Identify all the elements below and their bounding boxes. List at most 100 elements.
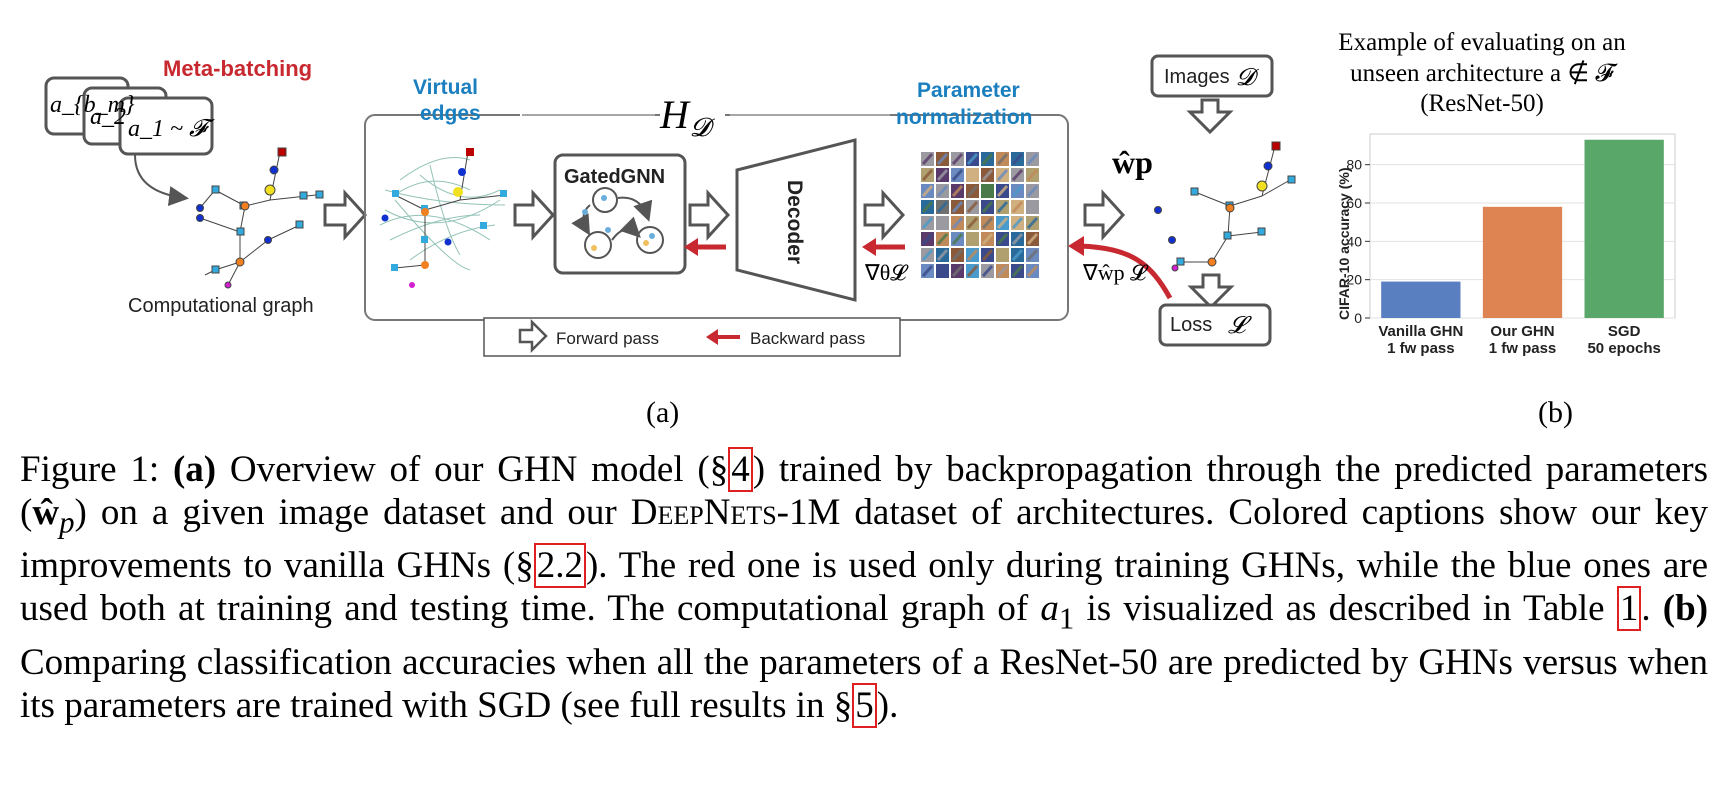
caption-b: (b)	[1662, 588, 1709, 630]
filter-streak	[951, 232, 964, 246]
param-norm-label-1: Parameter	[917, 79, 1020, 102]
filter-streak	[951, 152, 964, 166]
chart-ylabel: CIFAR-10 accuracy (%)	[1336, 167, 1352, 320]
chart-title-line3: (ResNet-50)	[1420, 90, 1544, 117]
filter-streak	[966, 200, 979, 214]
forward-arrow-icon	[1083, 189, 1126, 241]
filter-streak	[936, 216, 949, 230]
filter-streak	[921, 184, 934, 198]
caption-text-3: ) on a given image dataset and our	[74, 492, 617, 533]
filter-streak	[1026, 168, 1039, 182]
caption-text-8: Comparing classification accuracies when…	[20, 641, 1708, 726]
filter-streak	[1026, 232, 1039, 246]
arch-label-2: a_2	[90, 104, 126, 130]
caption-text-2: ) trained by backpropagation through the…	[20, 449, 1709, 533]
filter-streak	[1011, 216, 1024, 230]
meta-batching-label: Meta-batching	[163, 56, 312, 81]
legend-forward-label: Forward pass	[556, 329, 659, 348]
caption-a1: a	[1040, 588, 1059, 630]
chart-title-line2: unseen architecture a ∉ 𝓕	[1350, 60, 1618, 87]
filter-streak	[1011, 184, 1024, 198]
caption-text-1: Overview of our GHN model (§	[229, 449, 729, 490]
decoder-shape	[735, 138, 857, 302]
forward-arrow-icon	[688, 189, 731, 241]
caption-w-hat: ŵ	[32, 492, 60, 533]
figure-caption: Figure 1: (a) Overview of our GHN model …	[20, 447, 1709, 728]
grad-w-label: ∇ŵp 𝓛	[1082, 260, 1149, 285]
filter-streak	[1011, 232, 1024, 246]
caption-w-sub: p	[59, 505, 75, 540]
legend-backward-label: Backward pass	[750, 329, 865, 348]
filter-streak	[951, 184, 964, 198]
gatedgnn-label: GatedGNN	[564, 166, 665, 188]
caption-a1-sub: 1	[1058, 601, 1075, 636]
x-tick-label: Vanilla GHN	[1378, 323, 1463, 340]
filter-streak	[966, 152, 979, 166]
filter-streak	[981, 232, 994, 246]
y-tick-label: 60	[1346, 195, 1362, 211]
filter-streak	[1011, 152, 1024, 166]
filter-streak	[951, 200, 964, 214]
predicted-filters-grid	[921, 152, 1039, 278]
filter-streak	[921, 216, 934, 230]
filter-streak	[1011, 168, 1024, 182]
filter-streak	[951, 216, 964, 230]
filter-streak	[1026, 264, 1039, 278]
caption-text-5: ). The red one is used only during train…	[20, 545, 1708, 630]
decoder-label: Decoder	[783, 180, 806, 264]
computational-graph-label: Computational graph	[128, 295, 314, 317]
sampling-arrow	[134, 154, 189, 207]
caption-text-7: .	[1641, 588, 1651, 630]
filter-streak	[951, 168, 964, 182]
filter-streak	[1026, 248, 1039, 262]
panel-a-diagram: a_{b_m} a_2 a_1 ~ 𝓕 Meta-batching	[44, 54, 1296, 429]
filter-streak	[921, 248, 934, 262]
filter-streak	[981, 184, 994, 198]
x-tick-label: SGD	[1608, 323, 1641, 340]
filter-streak	[981, 248, 994, 262]
caption-a: (a)	[172, 449, 217, 490]
panel-a-label: (a)	[646, 396, 679, 429]
filter-streak	[936, 248, 949, 262]
forward-pass-legend-icon	[518, 318, 548, 354]
filter-streak	[1011, 248, 1024, 262]
filter-streak	[936, 184, 949, 198]
filter-streak	[996, 152, 1009, 166]
filter-streak	[966, 168, 979, 182]
panel-b-chart: Example of evaluating on an unseen archi…	[1336, 29, 1676, 429]
section-5-link[interactable]: 5	[852, 682, 877, 728]
w-hat-p-label: ŵp	[1112, 144, 1153, 180]
filter-streak	[996, 216, 1009, 230]
filter-streak	[921, 264, 934, 278]
filter-streak	[1026, 216, 1039, 230]
filter-streak	[966, 184, 979, 198]
virtual-edges-label-1: Virtual	[413, 76, 478, 99]
section-2-2-link[interactable]: 2.2	[533, 543, 586, 589]
x-tick-label: 50 epochs	[1587, 340, 1660, 357]
filter-streak	[936, 168, 949, 182]
panel-b-label: (b)	[1538, 396, 1573, 429]
x-tick-label: 1 fw pass	[1387, 340, 1455, 357]
forward-arrow-icon	[513, 189, 556, 241]
predicted-parameters-graph	[1154, 141, 1296, 272]
computational-graph	[196, 147, 324, 289]
y-tick-label: 80	[1346, 157, 1362, 173]
bar	[1482, 206, 1563, 318]
filter-streak	[996, 184, 1009, 198]
filter-streak	[921, 200, 934, 214]
section-4-link[interactable]: 4	[728, 447, 753, 492]
filter-streak	[921, 168, 934, 182]
arch-label-bm: a_{b_m}	[50, 92, 135, 118]
caption-deepnets: DeepNets	[630, 492, 777, 533]
filter-streak	[996, 248, 1009, 262]
filter-streak	[981, 168, 994, 182]
filter-streak	[921, 152, 934, 166]
bar	[1381, 281, 1461, 318]
filter-streak	[966, 232, 979, 246]
caption-text-4: -1M dataset of architectures. Colored ca…	[20, 492, 1708, 587]
table-1-link[interactable]: 1	[1616, 586, 1642, 632]
filter-streak	[981, 264, 994, 278]
filter-streak	[936, 152, 949, 166]
filter-streak	[951, 264, 964, 278]
caption-text-9: ).	[876, 684, 899, 726]
